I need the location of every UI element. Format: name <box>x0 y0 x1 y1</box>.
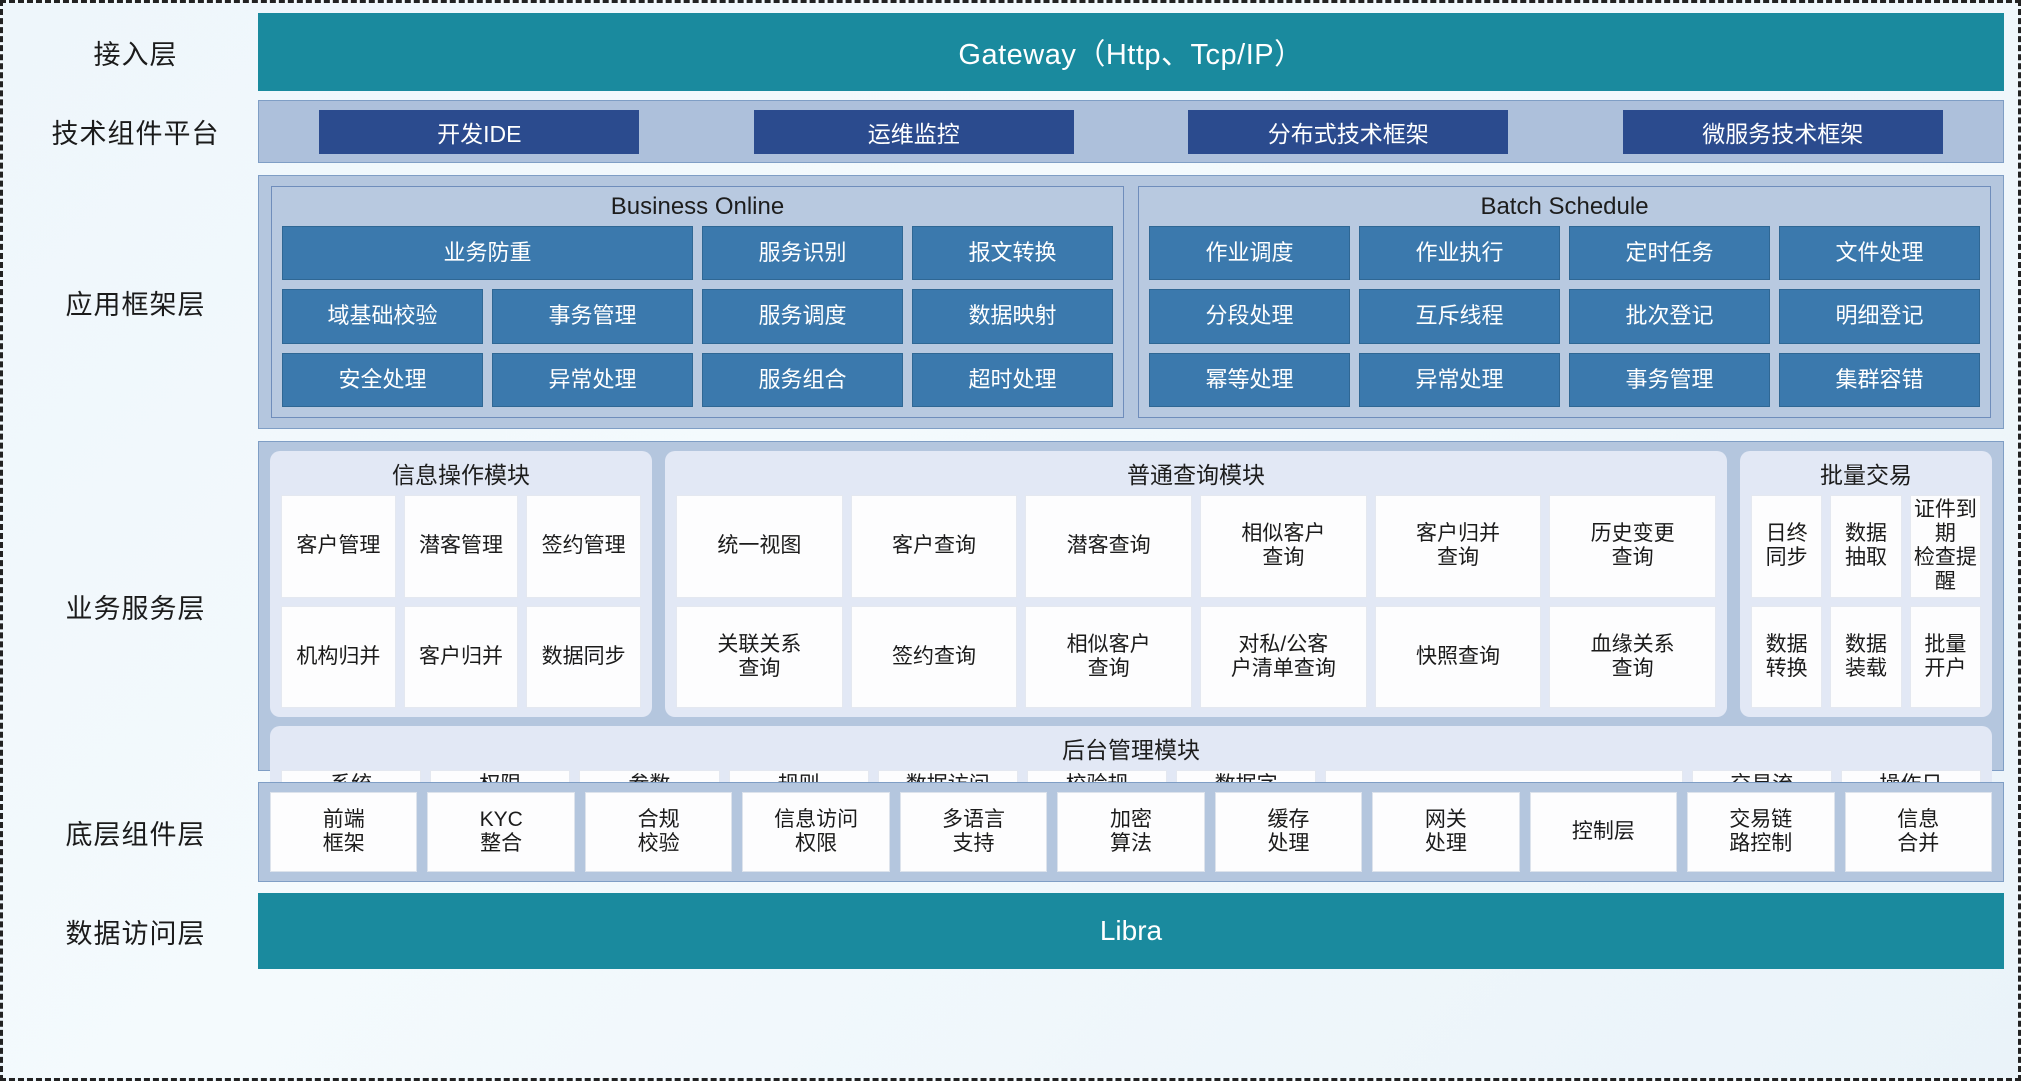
business-service-band: 信息操作模块客户管理潜客管理签约管理机构归并客户归并数据同步 普通查询模块统一视图… <box>258 441 2004 835</box>
base-component-cell[interactable]: 前端框架 <box>270 792 418 872</box>
service-module-cell[interactable]: 数据抽取 <box>1830 495 1902 598</box>
service-module-cell[interactable]: 日终同步 <box>1751 495 1823 598</box>
app-framework-cell[interactable]: 服务组合 <box>702 352 903 407</box>
service-module-cell[interactable]: 签约查询 <box>850 605 1018 709</box>
app-framework-cell[interactable]: 业务防重 <box>282 225 693 281</box>
service-module-cell[interactable]: 潜客查询 <box>1025 495 1192 598</box>
layer-business-service: 业务服务层 信息操作模块客户管理潜客管理签约管理机构归并客户归并数据同步 普通查询… <box>13 441 2004 835</box>
layer-label-base-components: 底层组件层 <box>65 819 206 850</box>
business-service-modules: 信息操作模块客户管理潜客管理签约管理机构归并客户归并数据同步 普通查询模块统一视图… <box>270 451 1992 718</box>
app-framework-cell[interactable]: 服务识别 <box>702 225 903 281</box>
base-component-cell[interactable]: 交易链路控制 <box>1687 792 1835 872</box>
service-module-title: 普通查询模块 <box>1127 462 1265 488</box>
app-framework-cell[interactable]: 超时处理 <box>912 352 1113 407</box>
base-component-cell[interactable]: 加密算法 <box>1057 792 1205 872</box>
tech-platform-item[interactable]: 分布式技术框架 <box>1188 109 1509 154</box>
app-framework-group: Business Online 业务防重服务识别报文转换域基础校验事务管理服务调度… <box>271 186 1124 418</box>
app-framework-cell[interactable]: 安全处理 <box>282 352 483 407</box>
base-component-cell[interactable]: 缓存处理 <box>1214 792 1363 872</box>
app-framework-grid: 业务防重服务识别报文转换域基础校验事务管理服务调度数据映射安全处理异常处理服务组… <box>282 225 1113 407</box>
service-module-cell[interactable]: 数据同步 <box>526 605 641 709</box>
app-framework-cell[interactable]: 事务管理 <box>1569 352 1770 407</box>
service-module-cell[interactable]: 数据装载 <box>1830 605 1902 709</box>
service-module-cell[interactable]: 相似客户查询 <box>1200 495 1367 598</box>
app-framework-cell[interactable]: 域基础校验 <box>282 289 483 344</box>
app-framework-cell[interactable]: 明细登记 <box>1779 289 1980 344</box>
layer-label-business-service: 业务服务层 <box>65 593 206 624</box>
base-component-cell[interactable]: 多语言支持 <box>899 792 1048 872</box>
service-module-cell[interactable]: 批量开户 <box>1909 605 1981 709</box>
service-module-cell[interactable]: 血缘关系查询 <box>1549 605 1716 709</box>
app-framework-cell[interactable]: 批次登记 <box>1569 289 1770 344</box>
libra-bar: Libra <box>258 893 2004 969</box>
app-framework-cell[interactable]: 幂等处理 <box>1149 352 1350 407</box>
service-module-cell[interactable]: 数据转换 <box>1751 605 1823 709</box>
base-component-cell[interactable]: 网关处理 <box>1372 792 1520 872</box>
app-framework-grid: 作业调度作业执行定时任务文件处理分段处理互斥线程批次登记明细登记幂等处理异常处理… <box>1149 225 1980 407</box>
service-module-cell[interactable]: 客户管理 <box>281 495 396 598</box>
app-framework-group-title: Batch Schedule <box>1480 193 1649 220</box>
base-component-cell[interactable]: 控制层 <box>1529 792 1678 872</box>
service-module-cell[interactable]: 关联关系查询 <box>676 605 843 709</box>
app-framework-cell[interactable]: 互斥线程 <box>1359 289 1560 344</box>
service-module-cell[interactable]: 客户查询 <box>850 495 1018 598</box>
app-framework-cell[interactable]: 报文转换 <box>912 225 1113 281</box>
service-module-cell[interactable]: 潜客管理 <box>403 495 519 598</box>
layer-label-access: 接入层 <box>93 39 178 70</box>
app-framework-cell[interactable]: 集群容错 <box>1779 352 1980 407</box>
base-component-cell[interactable]: 合规校验 <box>584 792 733 872</box>
service-module-cell[interactable]: 历史变更查询 <box>1549 495 1716 598</box>
layer-data-access: 数据访问层 Libra <box>13 893 2004 969</box>
base-component-cell[interactable]: 信息访问权限 <box>742 792 890 872</box>
service-module-cell[interactable]: 机构归并 <box>281 605 396 709</box>
service-module-grid: 客户管理潜客管理签约管理机构归并客户归并数据同步 <box>281 495 641 709</box>
layer-label-app-framework: 应用框架层 <box>65 289 206 320</box>
layer-access: 接入层 Gateway（Http、Tcp/IP） <box>13 13 2004 91</box>
app-framework-cell[interactable]: 作业执行 <box>1359 225 1560 281</box>
admin-module-title: 后台管理模块 <box>1062 737 1200 764</box>
service-module-cell[interactable]: 证件到期检查提醒 <box>1909 495 1981 598</box>
app-framework-cell[interactable]: 作业调度 <box>1149 225 1350 281</box>
app-framework-cell[interactable]: 定时任务 <box>1569 225 1770 281</box>
service-module-grid: 统一视图客户查询潜客查询相似客户查询客户归并查询历史变更查询关联关系查询签约查询… <box>676 495 1716 709</box>
app-framework-cell[interactable]: 数据映射 <box>912 289 1113 344</box>
layer-tech-platform: 技术组件平台 开发IDE 运维监控 分布式技术框架 微服务技术框架 <box>13 100 2004 163</box>
tech-platform-item[interactable]: 运维监控 <box>753 109 1074 154</box>
service-module: 普通查询模块统一视图客户查询潜客查询相似客户查询客户归并查询历史变更查询关联关系… <box>665 451 1727 718</box>
service-module-cell[interactable]: 相似客户查询 <box>1025 605 1192 709</box>
service-module-grid: 日终同步数据抽取证件到期检查提醒数据转换数据装载批量开户 <box>1751 495 1981 709</box>
service-module-cell[interactable]: 快照查询 <box>1374 605 1542 709</box>
base-component-cell[interactable]: 信息合并 <box>1844 792 1992 872</box>
tech-platform-band: 开发IDE 运维监控 分布式技术框架 微服务技术框架 <box>258 100 2004 163</box>
app-framework-cell[interactable]: 事务管理 <box>492 289 693 344</box>
layer-label-data-access: 数据访问层 <box>65 918 206 949</box>
service-module-cell[interactable]: 客户归并 <box>403 605 519 709</box>
app-framework-group: Batch Schedule 作业调度作业执行定时任务文件处理分段处理互斥线程批次… <box>1138 186 1991 418</box>
app-framework-cell[interactable]: 分段处理 <box>1149 289 1350 344</box>
app-framework-cell[interactable]: 服务调度 <box>702 289 903 344</box>
app-framework-group-title: Business Online <box>610 193 785 220</box>
app-framework-cell[interactable]: 异常处理 <box>1359 352 1560 407</box>
service-module: 批量交易日终同步数据抽取证件到期检查提醒数据转换数据装载批量开户 <box>1740 451 1992 718</box>
service-module-cell[interactable]: 签约管理 <box>526 495 641 598</box>
service-module-title: 信息操作模块 <box>392 462 530 488</box>
tech-platform-item[interactable]: 开发IDE <box>319 109 640 154</box>
gateway-bar: Gateway（Http、Tcp/IP） <box>258 13 2004 91</box>
app-framework-cell[interactable]: 文件处理 <box>1779 225 1980 281</box>
tech-platform-item[interactable]: 微服务技术框架 <box>1622 109 1943 154</box>
service-module-cell[interactable]: 客户归并查询 <box>1374 495 1542 598</box>
service-module: 信息操作模块客户管理潜客管理签约管理机构归并客户归并数据同步 <box>270 451 652 718</box>
layer-label-tech-platform: 技术组件平台 <box>51 119 220 149</box>
service-module-cell[interactable]: 统一视图 <box>676 495 843 598</box>
service-module-title: 批量交易 <box>1820 462 1912 488</box>
app-framework-cell[interactable]: 异常处理 <box>492 352 693 407</box>
service-module-cell[interactable]: 对私/公客户清单查询 <box>1200 605 1367 709</box>
